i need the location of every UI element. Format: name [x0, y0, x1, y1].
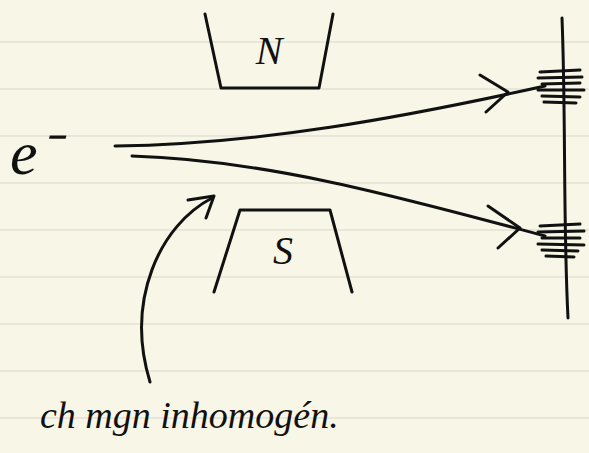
pole-letter: N	[256, 31, 283, 71]
particle-label: e⁻	[10, 122, 59, 184]
pole-letter: S	[273, 231, 293, 271]
magnet-pole: S	[214, 210, 352, 292]
note-label: ch mgn inhomogén.	[40, 396, 339, 434]
arrowhead-lower	[488, 206, 520, 248]
magnet-pole: N	[205, 14, 333, 88]
ruled-lines	[0, 42, 589, 418]
arrowhead-upper	[480, 75, 508, 112]
pole-outline-path	[214, 210, 352, 292]
callout-arrowhead	[188, 196, 214, 218]
impact-spots	[538, 70, 584, 257]
beam-lower	[132, 156, 545, 236]
callout-arrow	[142, 198, 212, 382]
screen-line	[562, 18, 568, 318]
pole-outline-path	[205, 14, 333, 88]
beam-upper	[115, 86, 545, 146]
